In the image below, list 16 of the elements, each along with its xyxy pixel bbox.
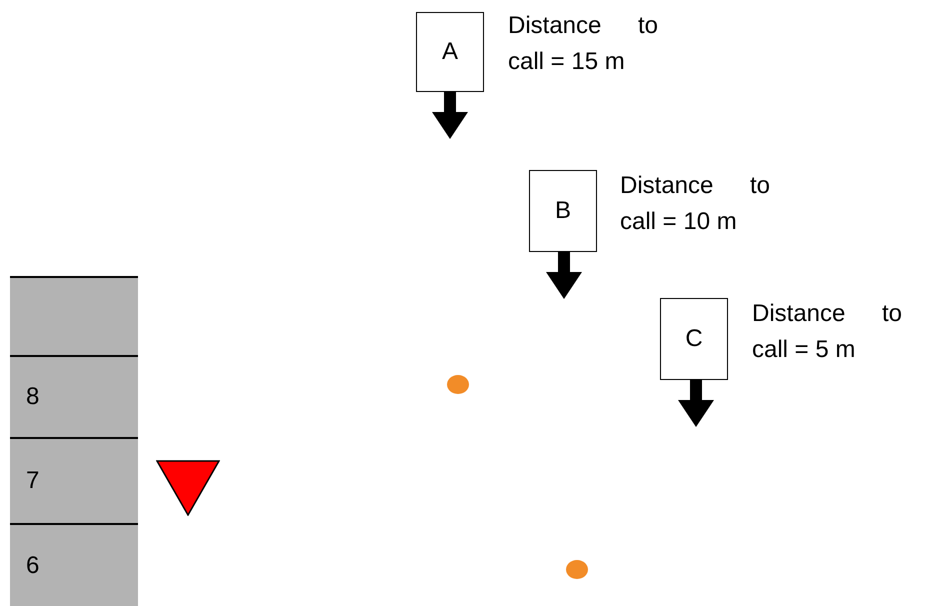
distance-note: Distance to call = 15 m: [508, 11, 658, 77]
floor-number: 7: [26, 467, 40, 495]
floor-band: [10, 523, 138, 606]
floor-band: [10, 355, 138, 437]
car-box: A: [416, 12, 484, 92]
car-box: B: [529, 170, 597, 252]
dot: [447, 375, 469, 394]
distance-note: Distance to call = 10 m: [620, 171, 770, 237]
call-triangle: [156, 460, 220, 516]
floor-band: [10, 437, 138, 523]
floor-band: [10, 276, 138, 356]
floor-number: 6: [26, 552, 40, 580]
car-box: C: [660, 298, 728, 380]
floor-number: 8: [26, 383, 40, 411]
dot: [566, 560, 588, 579]
distance-note: Distance to call = 5 m: [752, 299, 902, 365]
